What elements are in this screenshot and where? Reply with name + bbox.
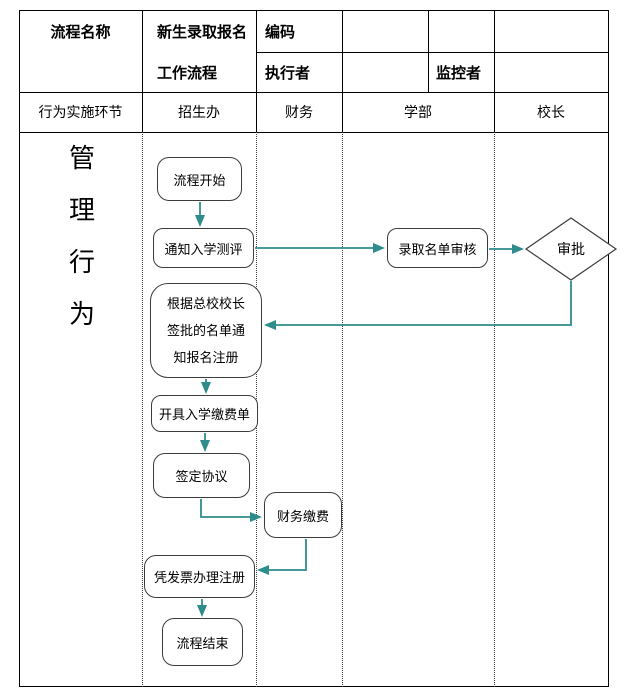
admission-review-node: 录取名单审核	[387, 228, 488, 268]
agreement-node: 签定协议	[153, 453, 250, 498]
executor-label: 执行者	[265, 64, 311, 82]
column-divider-2	[256, 10, 257, 132]
column-divider-5	[494, 10, 495, 132]
start-node: 流程开始	[157, 157, 242, 201]
lane-divider-admissions	[142, 132, 143, 687]
lane-divider-department	[342, 132, 343, 687]
table-outer-border	[19, 10, 609, 687]
payment-slip-node: 开具入学缴费单	[151, 395, 258, 432]
notify-assessment-node: 通知入学测评	[153, 228, 254, 268]
column-divider-1	[142, 10, 143, 132]
header-row-divider-1	[256, 52, 608, 53]
notify-registration-node: 根据总校校长 签批的名单通 知报名注册	[150, 283, 262, 378]
invoice-registration-node: 凭发票办理注册	[144, 555, 255, 598]
side-label-char: 行	[68, 247, 95, 277]
lane-row-label: 行为实施环节	[38, 104, 123, 120]
finance-payment-node: 财务缴费	[264, 492, 342, 538]
lane-divider-principal	[494, 132, 495, 687]
lane-header-admissions: 招生办	[178, 104, 220, 120]
monitor-label: 监控者	[436, 64, 482, 82]
side-label-char: 管	[68, 143, 95, 173]
process-name-label: 流程名称	[50, 23, 111, 41]
process-name-value-line2: 工作流程	[157, 64, 218, 82]
notify-registration-text: 根据总校校长 签批的名单通 知报名注册	[167, 290, 245, 371]
side-label-char: 理	[68, 195, 95, 225]
process-name-value-line1: 新生录取报名	[157, 23, 248, 41]
header-row-divider-2	[19, 92, 608, 93]
column-divider-4	[428, 10, 429, 92]
side-label-char: 为	[68, 299, 95, 329]
code-label: 编码	[265, 23, 296, 41]
lane-header-principal: 校长	[537, 104, 565, 120]
lane-header-bottom-divider	[19, 132, 608, 133]
lane-header-department: 学部	[404, 104, 432, 120]
column-divider-3	[342, 10, 343, 132]
notify-registration-line: 根据总校校长	[166, 296, 245, 311]
notify-registration-line: 知报名注册	[173, 350, 239, 365]
management-behavior-label: 管 理 行 为	[66, 132, 98, 340]
notify-registration-line: 签批的名单通	[166, 323, 245, 338]
lane-header-finance: 财务	[285, 104, 313, 120]
end-node: 流程结束	[162, 618, 243, 666]
